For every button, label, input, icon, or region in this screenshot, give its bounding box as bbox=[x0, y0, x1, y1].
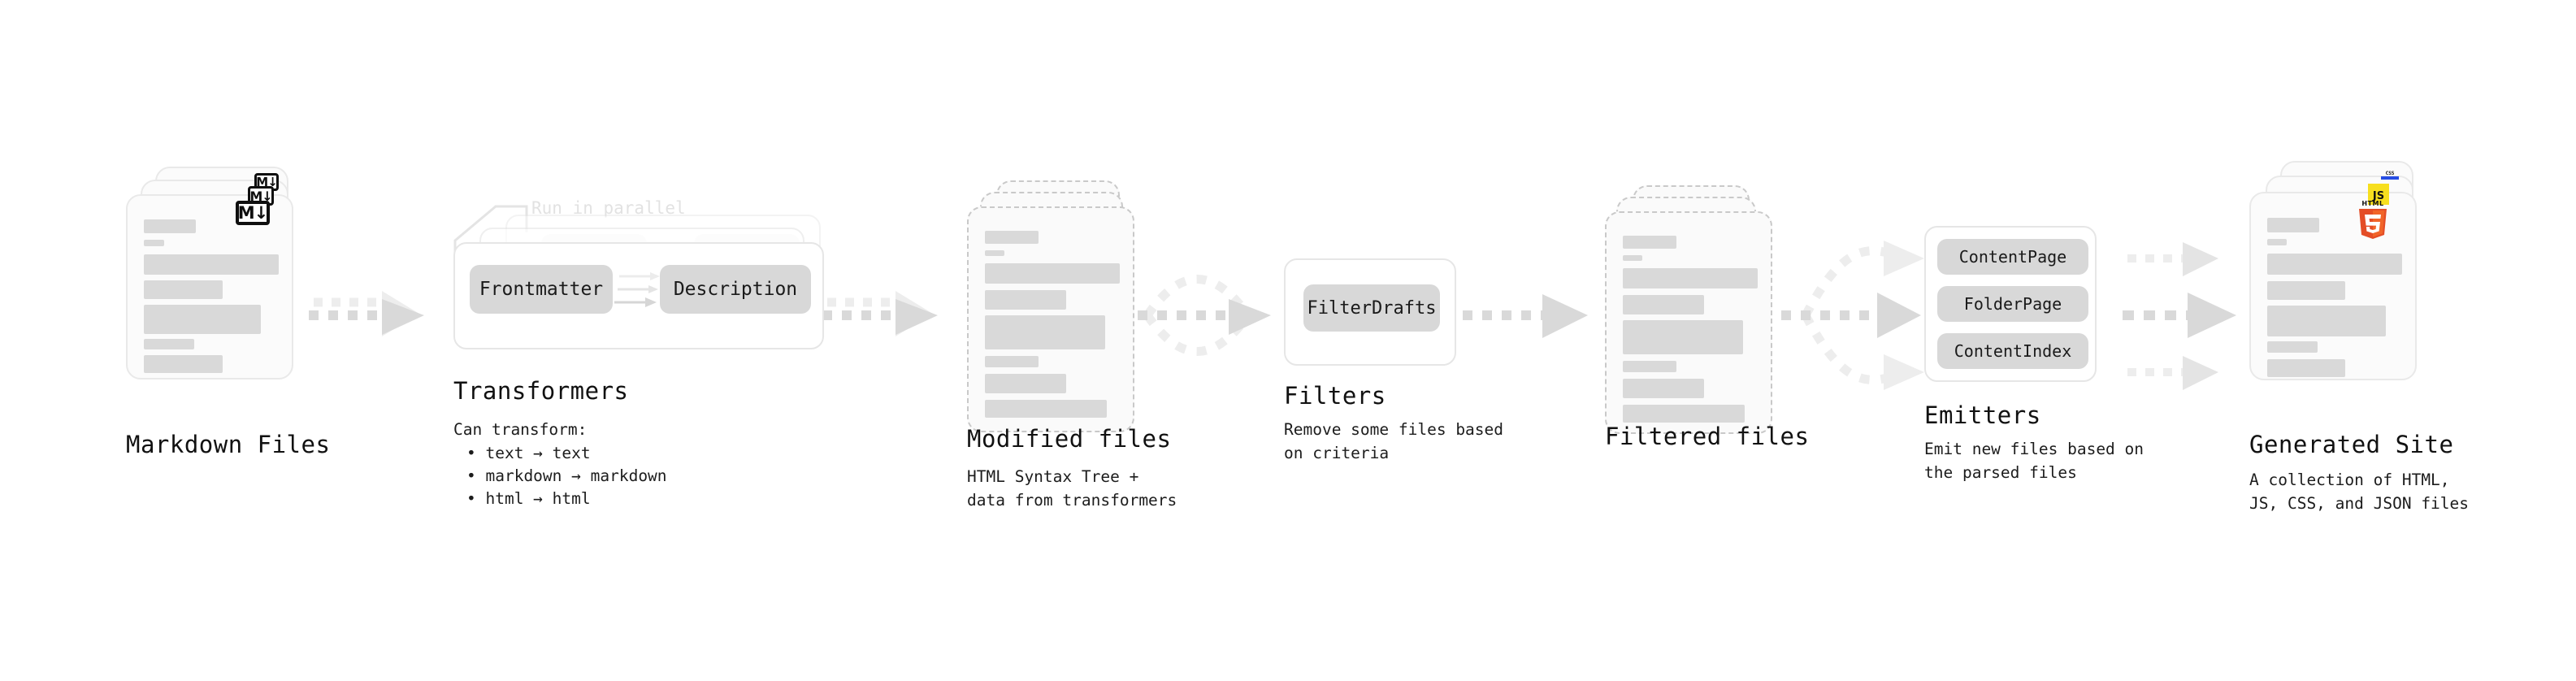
markdown-icon-letter: M bbox=[256, 175, 268, 189]
skeleton-bar bbox=[985, 263, 1120, 284]
arrow-emitters-to-site bbox=[2123, 242, 2236, 390]
skeleton-bar bbox=[2267, 218, 2319, 232]
arrow-transformers-to-modified bbox=[822, 291, 938, 336]
markdown-icon-arrow: ↓ bbox=[262, 188, 272, 204]
caption-markdown-files: Markdown Files bbox=[126, 431, 331, 458]
chip-description[interactable]: Description bbox=[660, 265, 811, 314]
skeleton-bar bbox=[2267, 254, 2402, 275]
caption-emitters: Emitters bbox=[1924, 401, 2041, 429]
markdown-icon: M↓ bbox=[236, 201, 270, 225]
skeleton-bar bbox=[144, 219, 196, 233]
skeleton-bar bbox=[1623, 295, 1704, 314]
chip-description-label: Description bbox=[673, 279, 798, 300]
label-run-in-parallel: Run in parallel bbox=[531, 198, 686, 218]
caption-modified-files: Modified files bbox=[967, 425, 1172, 453]
skeleton-bar bbox=[1623, 236, 1676, 249]
chip-frontmatter[interactable]: Frontmatter bbox=[470, 265, 613, 314]
chip-filterdrafts-label: FilterDrafts bbox=[1307, 297, 1437, 319]
skeleton-bar bbox=[2267, 359, 2345, 377]
transformer-panel-front: Frontmatter Description bbox=[453, 242, 824, 349]
arrow-filters-to-filtered bbox=[1463, 294, 1588, 338]
transform-bullet-markdown: • markdown → markdown bbox=[466, 466, 667, 485]
skeleton-bar bbox=[2267, 239, 2287, 245]
svg-text:HTML: HTML bbox=[2361, 200, 2383, 207]
skeleton-bar bbox=[2267, 341, 2318, 353]
html5-icon: HTML bbox=[2359, 200, 2387, 239]
chip-filterdrafts[interactable]: FilterDrafts bbox=[1303, 284, 1440, 332]
skeleton-bar bbox=[985, 374, 1066, 393]
markdown-icon-letter: M bbox=[249, 188, 262, 204]
skeleton-bar bbox=[1623, 255, 1642, 261]
transformer-inner-arrows bbox=[614, 272, 660, 307]
skeleton-bar bbox=[144, 280, 223, 299]
chip-folderpage[interactable]: FolderPage bbox=[1937, 286, 2088, 322]
chip-contentpage-label: ContentPage bbox=[1958, 247, 2067, 267]
caption-filters: Filters bbox=[1284, 382, 1386, 410]
js-icon: JS bbox=[2368, 184, 2389, 205]
skeleton-bar bbox=[985, 315, 1105, 349]
svg-text:JS: JS bbox=[2372, 190, 2384, 202]
subcaption-transformers: Can transform: bbox=[453, 420, 588, 439]
svg-text:CSS: CSS bbox=[2386, 171, 2395, 176]
skeleton-bar bbox=[985, 231, 1039, 244]
arrow-modified-to-filters bbox=[1138, 275, 1271, 356]
skeleton-bar bbox=[985, 250, 1004, 256]
css-icon: CSS bbox=[2381, 171, 2399, 180]
markdown-icon-letter: M bbox=[237, 203, 255, 223]
markdown-icon-arrow: ↓ bbox=[267, 175, 278, 189]
chip-contentindex[interactable]: ContentIndex bbox=[1937, 333, 2088, 369]
skeleton-bar bbox=[1623, 405, 1745, 423]
skeleton-bar bbox=[144, 240, 164, 246]
markdown-icon-arrow: ↓ bbox=[254, 203, 269, 223]
caption-generated-site: Generated Site bbox=[2249, 431, 2454, 458]
skeleton-bar bbox=[144, 339, 194, 349]
skeleton-bar bbox=[2267, 281, 2345, 300]
subcaption-generated-site: A collection of HTML, JS, CSS, and JSON … bbox=[2249, 471, 2470, 513]
skeleton-bar bbox=[985, 290, 1066, 310]
skeleton-bar bbox=[985, 400, 1107, 418]
chip-contentindex-label: ContentIndex bbox=[1954, 341, 2072, 361]
site-card-front bbox=[2249, 192, 2417, 380]
filtered-card-front bbox=[1605, 211, 1772, 434]
skeleton-bar bbox=[985, 356, 1039, 367]
chip-contentpage[interactable]: ContentPage bbox=[1937, 239, 2088, 275]
skeleton-bar bbox=[144, 305, 261, 334]
transform-bullet-text: • text → text bbox=[466, 444, 591, 462]
arrow-filtered-to-emitters bbox=[1781, 241, 1924, 390]
subcaption-modified-files: HTML Syntax Tree + data from transformer… bbox=[967, 467, 1177, 510]
transform-bullet-html: • html → html bbox=[466, 489, 591, 508]
markdown-card-front bbox=[126, 194, 293, 380]
modified-card-front bbox=[967, 206, 1134, 432]
subcaption-emitters: Emit new files based on the parsed files bbox=[1924, 440, 2144, 482]
arrow-markdown-to-transformers bbox=[309, 291, 424, 336]
filters-panel: FilterDrafts bbox=[1284, 258, 1456, 366]
skeleton-bar bbox=[144, 355, 223, 373]
subcaption-filters: Remove some files based on criteria bbox=[1284, 420, 1504, 462]
skeleton-bar bbox=[1623, 379, 1704, 398]
skeleton-bar bbox=[1623, 320, 1743, 354]
caption-filtered-files: Filtered files bbox=[1605, 423, 1810, 450]
emitters-panel: ContentPage FolderPage ContentIndex bbox=[1924, 226, 2097, 382]
chip-folderpage-label: FolderPage bbox=[1963, 294, 2062, 314]
skeleton-bar bbox=[1623, 268, 1758, 288]
skeleton-bar bbox=[144, 254, 279, 275]
chip-frontmatter-label: Frontmatter bbox=[479, 279, 604, 300]
skeleton-bar bbox=[1623, 361, 1676, 372]
caption-transformers: Transformers bbox=[453, 377, 629, 405]
skeleton-bar bbox=[2267, 306, 2386, 336]
